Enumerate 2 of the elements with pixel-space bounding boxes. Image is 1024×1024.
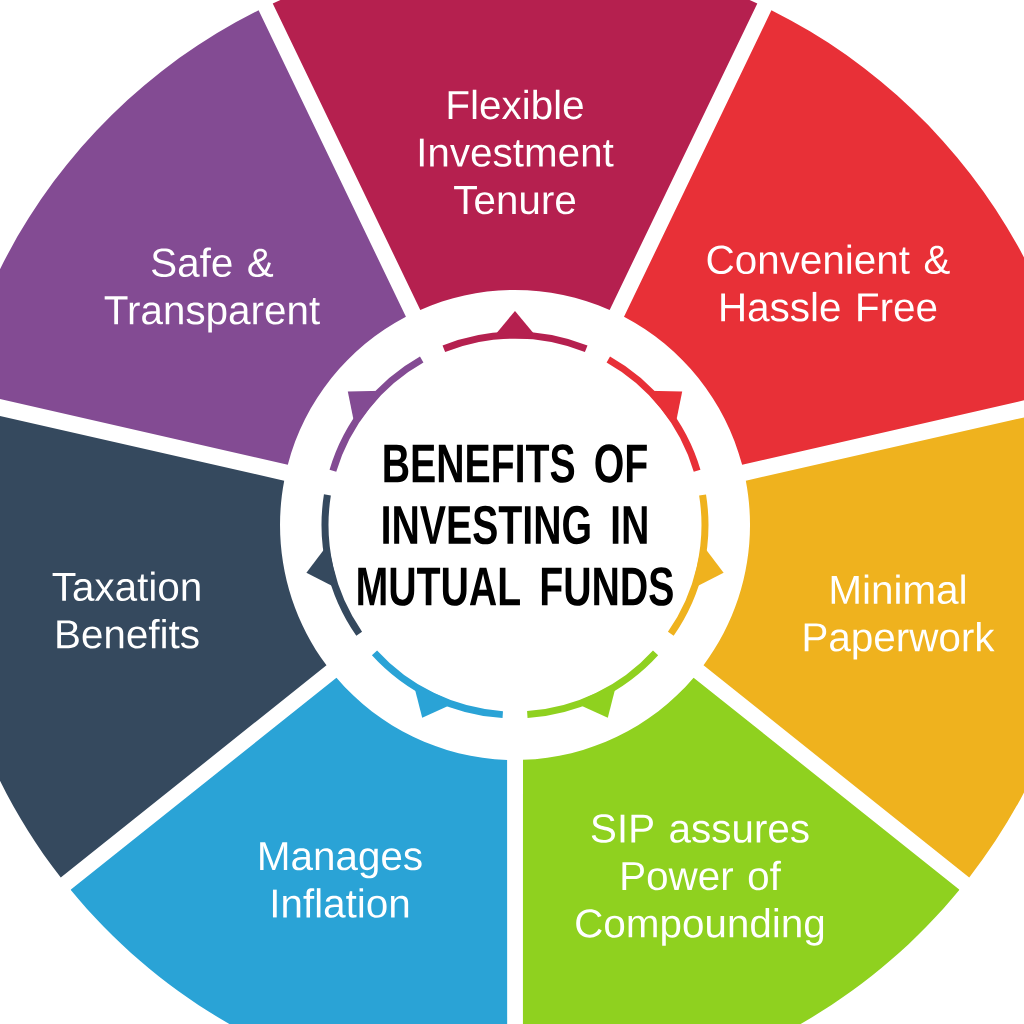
segment: Manages Inflation xyxy=(70,677,508,1024)
segment: SIP assures Power of Compounding xyxy=(522,677,960,1024)
